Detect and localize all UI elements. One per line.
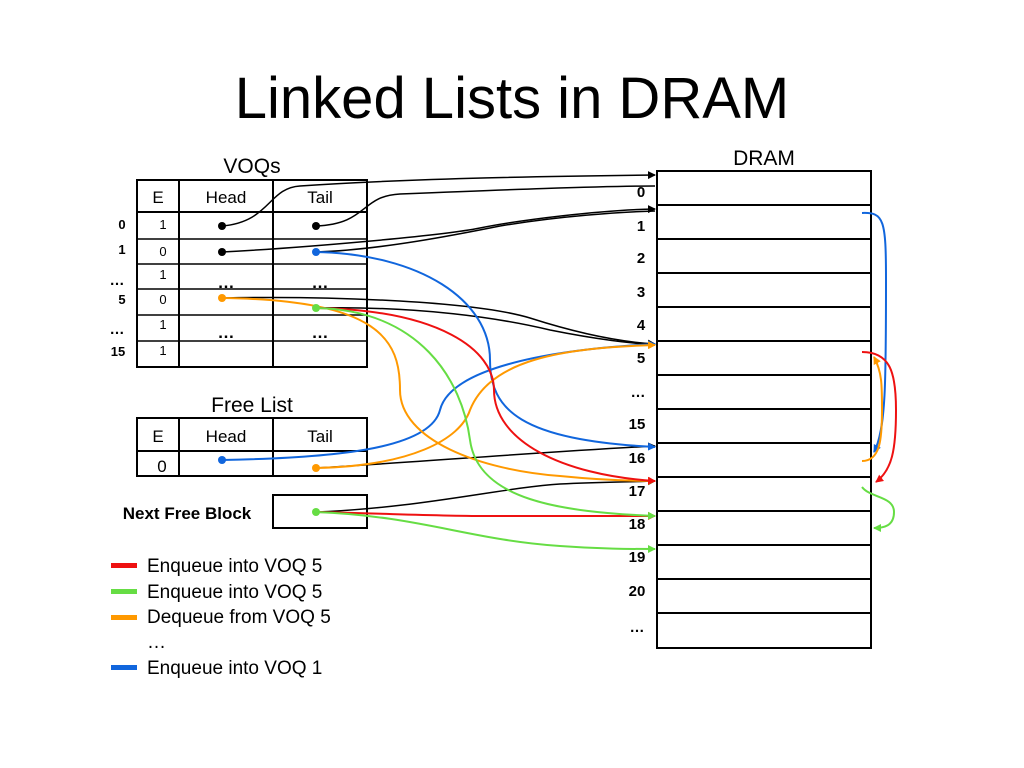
pointer-dots <box>218 222 320 516</box>
pointer-dot <box>218 294 226 302</box>
voq-e-4: 1 <box>159 317 166 332</box>
dram-addr: … <box>630 619 645 636</box>
pointer-arrows <box>221 171 898 553</box>
voq-e-0: 1 <box>159 217 166 232</box>
dram-addr: 19 <box>629 549 646 566</box>
dram-block <box>656 170 872 649</box>
dram-addr: 3 <box>637 284 645 301</box>
legend-swatch-green <box>111 589 137 594</box>
voq-index-0: 0 <box>118 217 125 232</box>
dram-addr: 16 <box>629 450 646 467</box>
legend-label: Enqueue into VOQ 1 <box>147 658 322 679</box>
voqs-table <box>136 179 368 368</box>
free-list-e-value: 0 <box>157 457 166 476</box>
voqs-header-e: E <box>152 188 163 207</box>
next-free-block-cell <box>272 494 368 529</box>
dram-addr: 4 <box>637 317 646 334</box>
voq0-head-pointer <box>221 171 656 227</box>
voq0-tail-pointer <box>315 185 656 227</box>
green-next-free-to-19 <box>315 511 656 553</box>
voq-head-ellipsis: … <box>218 323 235 342</box>
next-free-block-label: Next Free Block <box>123 504 252 523</box>
pointer-dot <box>312 464 320 472</box>
voq-index-5: 5 <box>118 292 125 307</box>
voq-e-1: 0 <box>159 244 166 259</box>
voq-index-ellipsis: … <box>110 272 125 289</box>
voq-index-15: 15 <box>111 344 125 359</box>
legend-label: … <box>147 632 166 653</box>
blue-voq1-tail-to-16 <box>315 251 656 451</box>
voq5-tail-pointer <box>315 307 656 346</box>
legend-swatch-blue <box>111 665 137 670</box>
orange-free-tail-to-5 <box>315 341 656 469</box>
legend-swatch-orange <box>111 615 137 620</box>
green-dram-17-to-18 <box>861 486 896 532</box>
pointer-dot <box>218 222 226 230</box>
red-voq5-tail-to-17 <box>315 307 656 485</box>
voq-e-15: 1 <box>159 343 166 358</box>
voq-index-ellipsis: … <box>110 321 125 338</box>
voqs-header-tail: Tail <box>307 188 333 207</box>
dram-addr: 0 <box>637 184 645 201</box>
voq-head-ellipsis: … <box>218 273 235 292</box>
legend-swatch-red <box>111 563 137 568</box>
dram-addr: 18 <box>629 516 646 533</box>
free-list-header-head: Head <box>206 427 247 446</box>
orange-dram-16-to-5 <box>861 356 884 462</box>
voq-tail-ellipsis: … <box>312 323 329 342</box>
free-list-label: Free List <box>211 394 293 417</box>
pointer-dot <box>218 248 226 256</box>
dram-label: DRAM <box>733 147 795 170</box>
red-next-free-to-18 <box>315 511 656 520</box>
red-dram-5-to-17 <box>861 351 898 483</box>
orange-voq5-head-to-17 <box>221 297 656 485</box>
pointer-dot <box>312 508 320 516</box>
green-voq5-tail-to-18 <box>315 307 656 520</box>
voq1-head-pointer <box>221 205 656 253</box>
pointer-dot <box>312 248 320 256</box>
pointer-dot <box>312 222 320 230</box>
legend-label: Enqueue into VOQ 5 <box>147 582 322 603</box>
pointer-dot <box>312 304 320 312</box>
dram-addr: 17 <box>629 483 646 500</box>
free-list-header-e: E <box>152 427 163 446</box>
voq-e-5: 0 <box>159 292 166 307</box>
voq5-head-pointer <box>221 296 656 348</box>
voq-e-2: 1 <box>159 267 166 282</box>
voqs-header-head: Head <box>206 188 247 207</box>
free-list-header-tail: Tail <box>307 427 333 446</box>
dram-addr: 20 <box>629 583 646 600</box>
dram-addr: … <box>631 384 646 401</box>
voq-tail-ellipsis: … <box>312 273 329 292</box>
next-free-pointer <box>315 477 656 513</box>
voq1-tail-pointer-black <box>315 210 656 253</box>
dram-addr: 5 <box>637 350 645 367</box>
free-list-table <box>136 417 368 477</box>
voq-index-1: 1 <box>118 242 125 257</box>
pointer-dot <box>218 456 226 464</box>
dram-addr: 1 <box>637 218 645 235</box>
legend: Enqueue into VOQ 5 Enqueue into VOQ 5 De… <box>111 556 331 679</box>
legend-label: Dequeue from VOQ 5 <box>147 607 331 628</box>
dram-addr: 15 <box>629 416 646 433</box>
voqs-label: VOQs <box>223 155 280 178</box>
dram-addr: 2 <box>637 250 645 267</box>
legend-label: Enqueue into VOQ 5 <box>147 556 322 577</box>
page-title: Linked Lists in DRAM <box>235 66 789 131</box>
